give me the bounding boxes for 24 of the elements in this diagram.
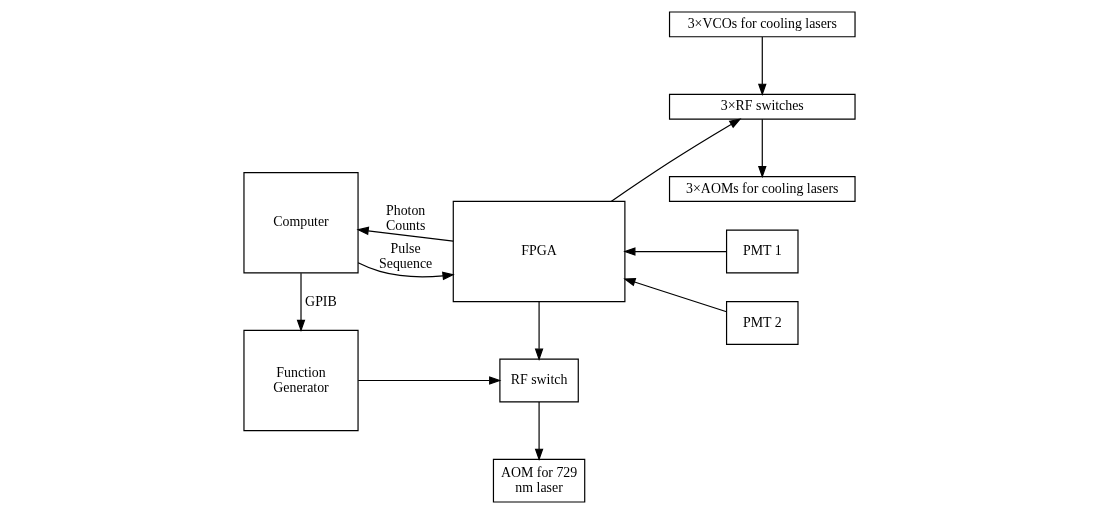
- node-box: FPGA: [452, 200, 625, 303]
- node-box: PMT 2: [725, 301, 799, 345]
- arrow: [610, 118, 741, 203]
- node-box: 3×AOMs for cooling lasers: [668, 176, 856, 203]
- arrow: [534, 401, 543, 461]
- edge-label: GPIB: [304, 293, 337, 309]
- arrow: [757, 118, 767, 179]
- node-box: Function Generator: [242, 329, 359, 432]
- node-box: 3×RF switches: [668, 93, 856, 120]
- arrow: [357, 262, 455, 281]
- node-box: 3×VCOs for cooling lasers: [668, 11, 856, 38]
- arrow: [622, 247, 727, 256]
- node-box: PMT 1: [725, 229, 799, 274]
- arrow: [296, 272, 305, 333]
- node-box: Computer: [242, 172, 359, 274]
- edge-label: Photon Counts: [385, 203, 425, 233]
- arrow: [355, 226, 454, 242]
- edge-label: Pulse Sequence: [378, 240, 432, 271]
- node-box: AOM for 729 nm laser: [492, 458, 585, 503]
- arrow: [534, 301, 543, 361]
- arrow: [357, 376, 501, 385]
- arrow: [622, 278, 727, 313]
- arrow: [757, 36, 767, 96]
- node-box: RF switch: [498, 358, 579, 403]
